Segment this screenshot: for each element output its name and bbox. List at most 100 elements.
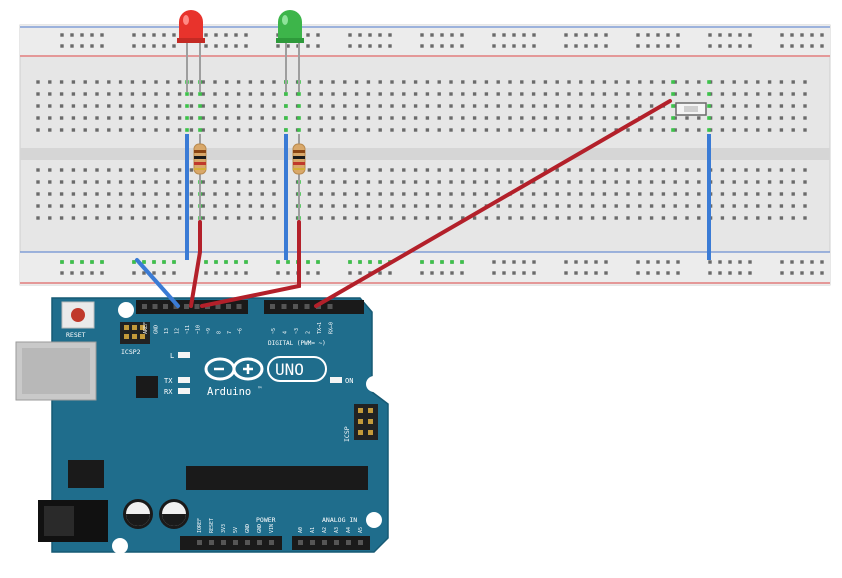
breadboard-hole <box>343 204 347 208</box>
breadboard-hole <box>425 180 430 184</box>
breadboard-hole <box>331 128 335 132</box>
rail-hole <box>378 44 382 48</box>
breadboard-hole <box>614 104 618 108</box>
breadboard-hole <box>756 204 760 208</box>
mounting-hole <box>118 302 134 318</box>
connected-rail-hole <box>460 260 464 264</box>
breadboard-hole <box>767 168 772 172</box>
breadboard-hole <box>154 192 158 196</box>
rail-hole <box>358 33 362 37</box>
connected-rail-hole <box>234 260 238 264</box>
rail-hole <box>152 33 156 37</box>
connected-rail-hole <box>450 260 454 264</box>
power-pin-label: VIN <box>269 524 275 533</box>
breadboard-hole <box>343 80 347 84</box>
breadboard-hole <box>437 80 441 84</box>
breadboard-hole <box>767 104 772 108</box>
voltage-regulator <box>68 460 104 488</box>
power-pin-label: GND <box>245 524 251 533</box>
breadboard-hole <box>732 204 736 208</box>
breadboard-hole <box>555 168 559 172</box>
rail-hole <box>276 271 280 275</box>
power-pin-hole <box>221 540 226 545</box>
breadboard-hole <box>590 192 595 196</box>
breadboard-hole <box>602 104 607 108</box>
breadboard-hole <box>48 204 52 208</box>
breadboard-hole <box>685 168 689 172</box>
rail-hole <box>666 44 670 48</box>
breadboard-hole <box>343 180 347 184</box>
connected-hole <box>671 104 675 108</box>
breadboard-hole <box>71 168 76 172</box>
digital-pin-label: RX←0 <box>329 322 335 334</box>
breadboard-hole <box>567 104 571 108</box>
rail-hole <box>512 33 516 37</box>
rail-hole <box>224 44 228 48</box>
rail-hole <box>306 271 310 275</box>
rail-hole <box>718 33 722 37</box>
rail-hole <box>70 44 74 48</box>
breadboard-hole <box>225 116 229 120</box>
breadboard-hole <box>661 204 666 208</box>
breadboard-hole <box>189 128 194 132</box>
breadboard-hole <box>661 80 666 84</box>
breadboard-hole <box>602 216 607 220</box>
breadboard-hole <box>378 92 382 96</box>
breadboard-hole <box>720 92 725 96</box>
breadboard-hole <box>661 116 666 120</box>
breadboard-hole <box>461 128 465 132</box>
rail-hole <box>306 44 310 48</box>
breadboard-hole <box>520 204 524 208</box>
breadboard-hole <box>720 168 725 172</box>
rail-hole <box>748 271 752 275</box>
rail-hole <box>502 260 506 264</box>
breadboard-hole <box>744 216 748 220</box>
digital-pin-hole <box>226 304 231 309</box>
breadboard-hole <box>201 128 205 132</box>
rail-hole <box>420 44 424 48</box>
breadboard-hole <box>48 216 52 220</box>
connected-rail-hole <box>132 260 136 264</box>
breadboard-hole <box>154 80 158 84</box>
breadboard-hole <box>425 168 430 172</box>
breadboard-hole <box>413 80 418 84</box>
rail-hole <box>666 260 670 264</box>
breadboard-hole <box>461 104 465 108</box>
breadboard-hole <box>673 204 677 208</box>
connected-hole <box>198 128 202 132</box>
breadboard-hole <box>602 192 607 196</box>
breadboard-hole <box>697 128 701 132</box>
breadboard-hole <box>767 80 772 84</box>
breadboard-hole <box>614 192 618 196</box>
rail-hole <box>276 44 280 48</box>
connected-hole <box>671 116 675 120</box>
breadboard-hole <box>83 204 87 208</box>
rail-hole <box>708 271 712 275</box>
breadboard-hole <box>378 204 382 208</box>
breadboard-hole <box>449 180 453 184</box>
breadboard-hole <box>543 128 548 132</box>
breadboard-hole <box>697 216 701 220</box>
digital-pin-label: ~9 <box>206 328 212 334</box>
breadboard-hole <box>767 204 772 208</box>
breadboard-hole <box>59 128 64 132</box>
rail-hole <box>564 33 568 37</box>
breadboard-hole <box>720 80 725 84</box>
breadboard-hole <box>390 116 394 120</box>
breadboard-hole <box>166 216 170 220</box>
breadboard-hole <box>71 80 76 84</box>
breadboard-hole <box>720 204 725 208</box>
breadboard-hole <box>520 80 524 84</box>
breadboard-hole <box>779 104 784 108</box>
breadboard-hole <box>177 128 182 132</box>
breadboard-hole <box>71 216 76 220</box>
rail-hole <box>388 33 392 37</box>
breadboard-hole <box>579 128 583 132</box>
breadboard-hole <box>189 192 194 196</box>
breadboard-hole <box>649 192 654 196</box>
led-l-indicator <box>178 352 190 358</box>
rail-hole <box>90 44 94 48</box>
breadboard-hole <box>661 128 666 132</box>
breadboard-hole <box>472 80 477 84</box>
breadboard-hole <box>248 216 253 220</box>
